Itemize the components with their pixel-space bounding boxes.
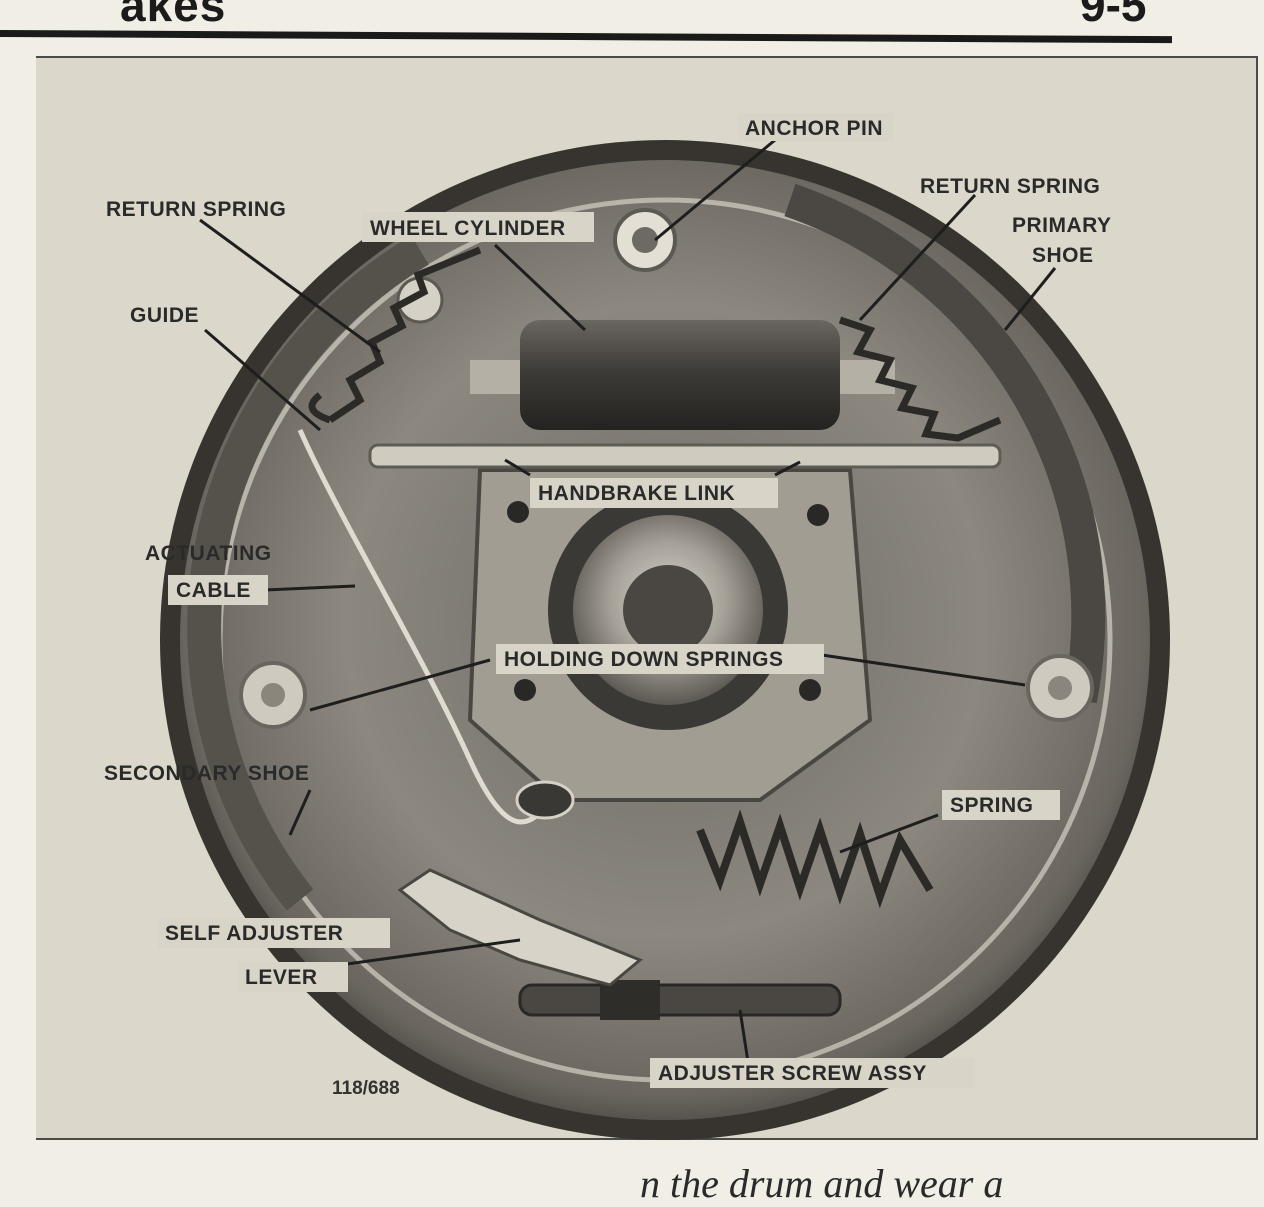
return-spring-left [308, 246, 482, 424]
section-header: akes [120, 0, 227, 31]
hub-bolts [507, 501, 829, 701]
body-text-fragment: n the drum and wear a [640, 1161, 1004, 1206]
secondary-shoe [187, 235, 429, 911]
label-holding-down-springs: HOLDING DOWN SPRINGS [504, 648, 784, 671]
self-adjuster-lever [397, 868, 643, 987]
guide-eye [515, 780, 575, 820]
label-secondary-shoe: SECONDARY SHOE [104, 762, 309, 785]
adjuster-screw [518, 980, 842, 1020]
label-adjuster-screw: ADJUSTER SCREW ASSY [658, 1062, 927, 1085]
wheel-cylinder [470, 320, 895, 430]
handbrake-link-bar [368, 443, 1002, 469]
label-wheel-cylinder: WHEEL CYLINDER [370, 217, 566, 240]
label-handbrake-link: HANDBRAKE LINK [538, 482, 735, 505]
label-self-adjuster-line2: LEVER [245, 966, 318, 989]
diagram-labels: ANCHOR PIN RETURN SPRING WHEEL CYLINDER … [104, 113, 1112, 1088]
hub-plate [467, 468, 873, 802]
holding-down-pins [239, 654, 1094, 729]
label-return-spring-left: RETURN SPRING [106, 198, 286, 221]
label-anchor-pin: ANCHOR PIN [745, 117, 883, 140]
return-spring-right [838, 316, 1002, 442]
leader-lines [199, 138, 1057, 1063]
label-guide: GUIDE [130, 304, 199, 327]
label-actuating-cable-line2: CABLE [176, 579, 251, 602]
label-primary-shoe-line2: SHOE [1032, 244, 1094, 267]
lower-spring [696, 809, 934, 909]
label-self-adjuster-line1: SELF ADJUSTER [165, 922, 343, 945]
label-primary-shoe-line1: PRIMARY [1012, 214, 1112, 237]
label-actuating-cable-line1: ACTUATING [145, 542, 272, 565]
anchor-pin [396, 208, 677, 324]
label-spring: SPRING [950, 794, 1034, 817]
figure-id: 118/688 [332, 1078, 400, 1099]
page-number: 9-5 [1080, 0, 1147, 31]
primary-shoe [784, 183, 1106, 704]
label-return-spring-right: RETURN SPRING [920, 175, 1100, 198]
